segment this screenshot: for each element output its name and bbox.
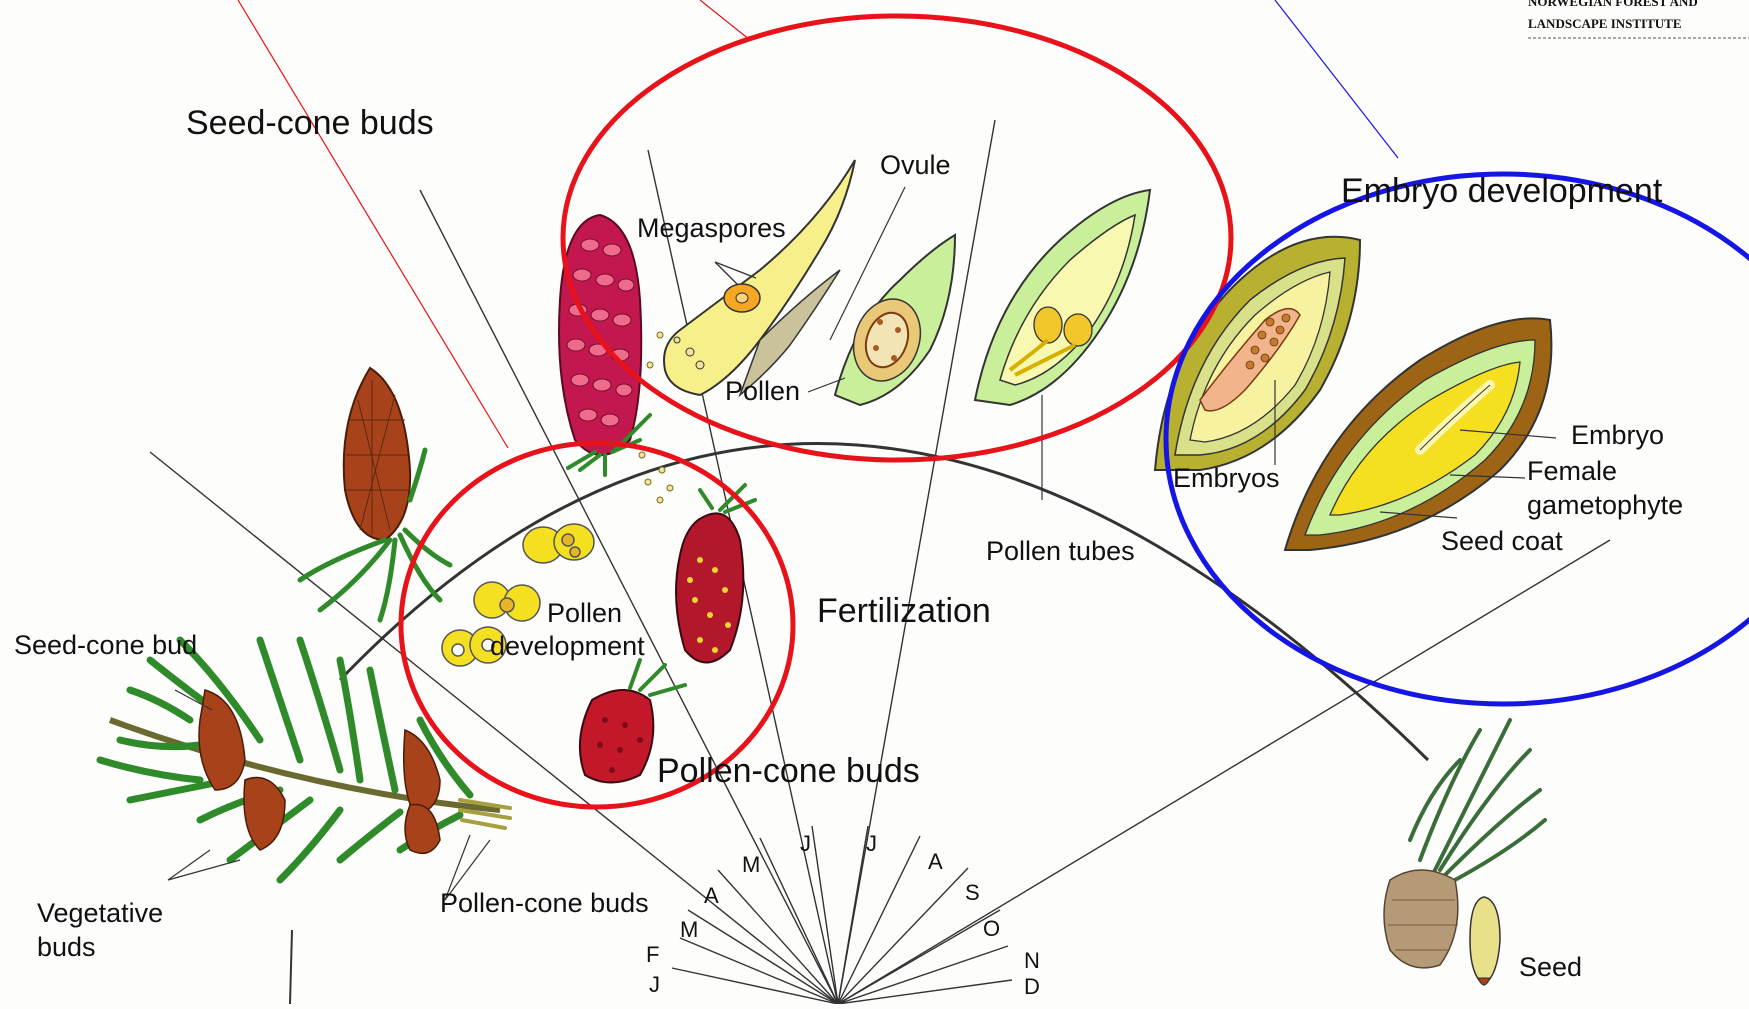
female-gametophyte-label-line1: Female <box>1527 456 1617 486</box>
fertilization-title: Fertilization <box>817 592 991 630</box>
ovule-with-pollen-illustration <box>835 235 955 405</box>
vegetative-buds-label-line2: buds <box>37 932 96 962</box>
month-label: A <box>928 849 943 874</box>
pollen-label: Pollen <box>725 376 800 406</box>
pollen-development-label-line2: development <box>490 631 645 661</box>
embryos-label: Embryos <box>1173 463 1280 493</box>
institute-name-line1: NORWEGIAN FOREST AND <box>1528 0 1698 9</box>
month-label: M <box>680 917 698 942</box>
month-label: O <box>983 916 1000 941</box>
brown-seed-cone-illustration <box>300 368 450 620</box>
month-label: J <box>800 831 811 856</box>
pollen-tubes-label: Pollen tubes <box>986 536 1135 566</box>
month-label: M <box>742 852 760 877</box>
seed-cone-buds-title: Seed-cone buds <box>186 104 434 142</box>
seed-cone-bud-label: Seed-cone bud <box>14 630 197 660</box>
pollen-cone-illustration <box>676 485 755 663</box>
embryo-development-title: Embryo development <box>1341 172 1663 210</box>
month-label: N <box>1024 948 1040 973</box>
mature-cone-branch-illustration <box>1384 720 1545 985</box>
pollen-development-label-line1: Pollen <box>547 598 622 628</box>
month-label: D <box>1024 974 1040 999</box>
seed-label: Seed <box>1519 952 1582 982</box>
embryo-label: Embryo <box>1571 420 1664 450</box>
pollen-cone-buds-title: Pollen-cone buds <box>657 752 920 790</box>
month-label: F <box>646 942 659 967</box>
vegetative-buds-label-line1: Vegetative <box>37 898 163 928</box>
institute-logo: NORWEGIAN FOREST AND LANDSCAPE INSTITUTE <box>1528 0 1749 38</box>
institute-name-line2: LANDSCAPE INSTITUTE <box>1528 16 1682 31</box>
pollen-tube-ovule-illustration <box>975 190 1150 405</box>
pollen-cone-buds-label: Pollen-cone buds <box>440 888 649 918</box>
female-gametophyte-label-line2: gametophyte <box>1527 490 1683 520</box>
month-label: S <box>965 880 980 905</box>
ovule-illustration <box>664 160 855 395</box>
seed-coat-label: Seed coat <box>1441 526 1563 556</box>
month-label: A <box>704 883 719 908</box>
month-label: J <box>866 831 877 856</box>
month-label: J <box>649 972 660 997</box>
megaspores-label: Megaspores <box>637 213 786 243</box>
branch-illustration <box>100 640 510 1004</box>
ovule-label: Ovule <box>880 150 951 180</box>
